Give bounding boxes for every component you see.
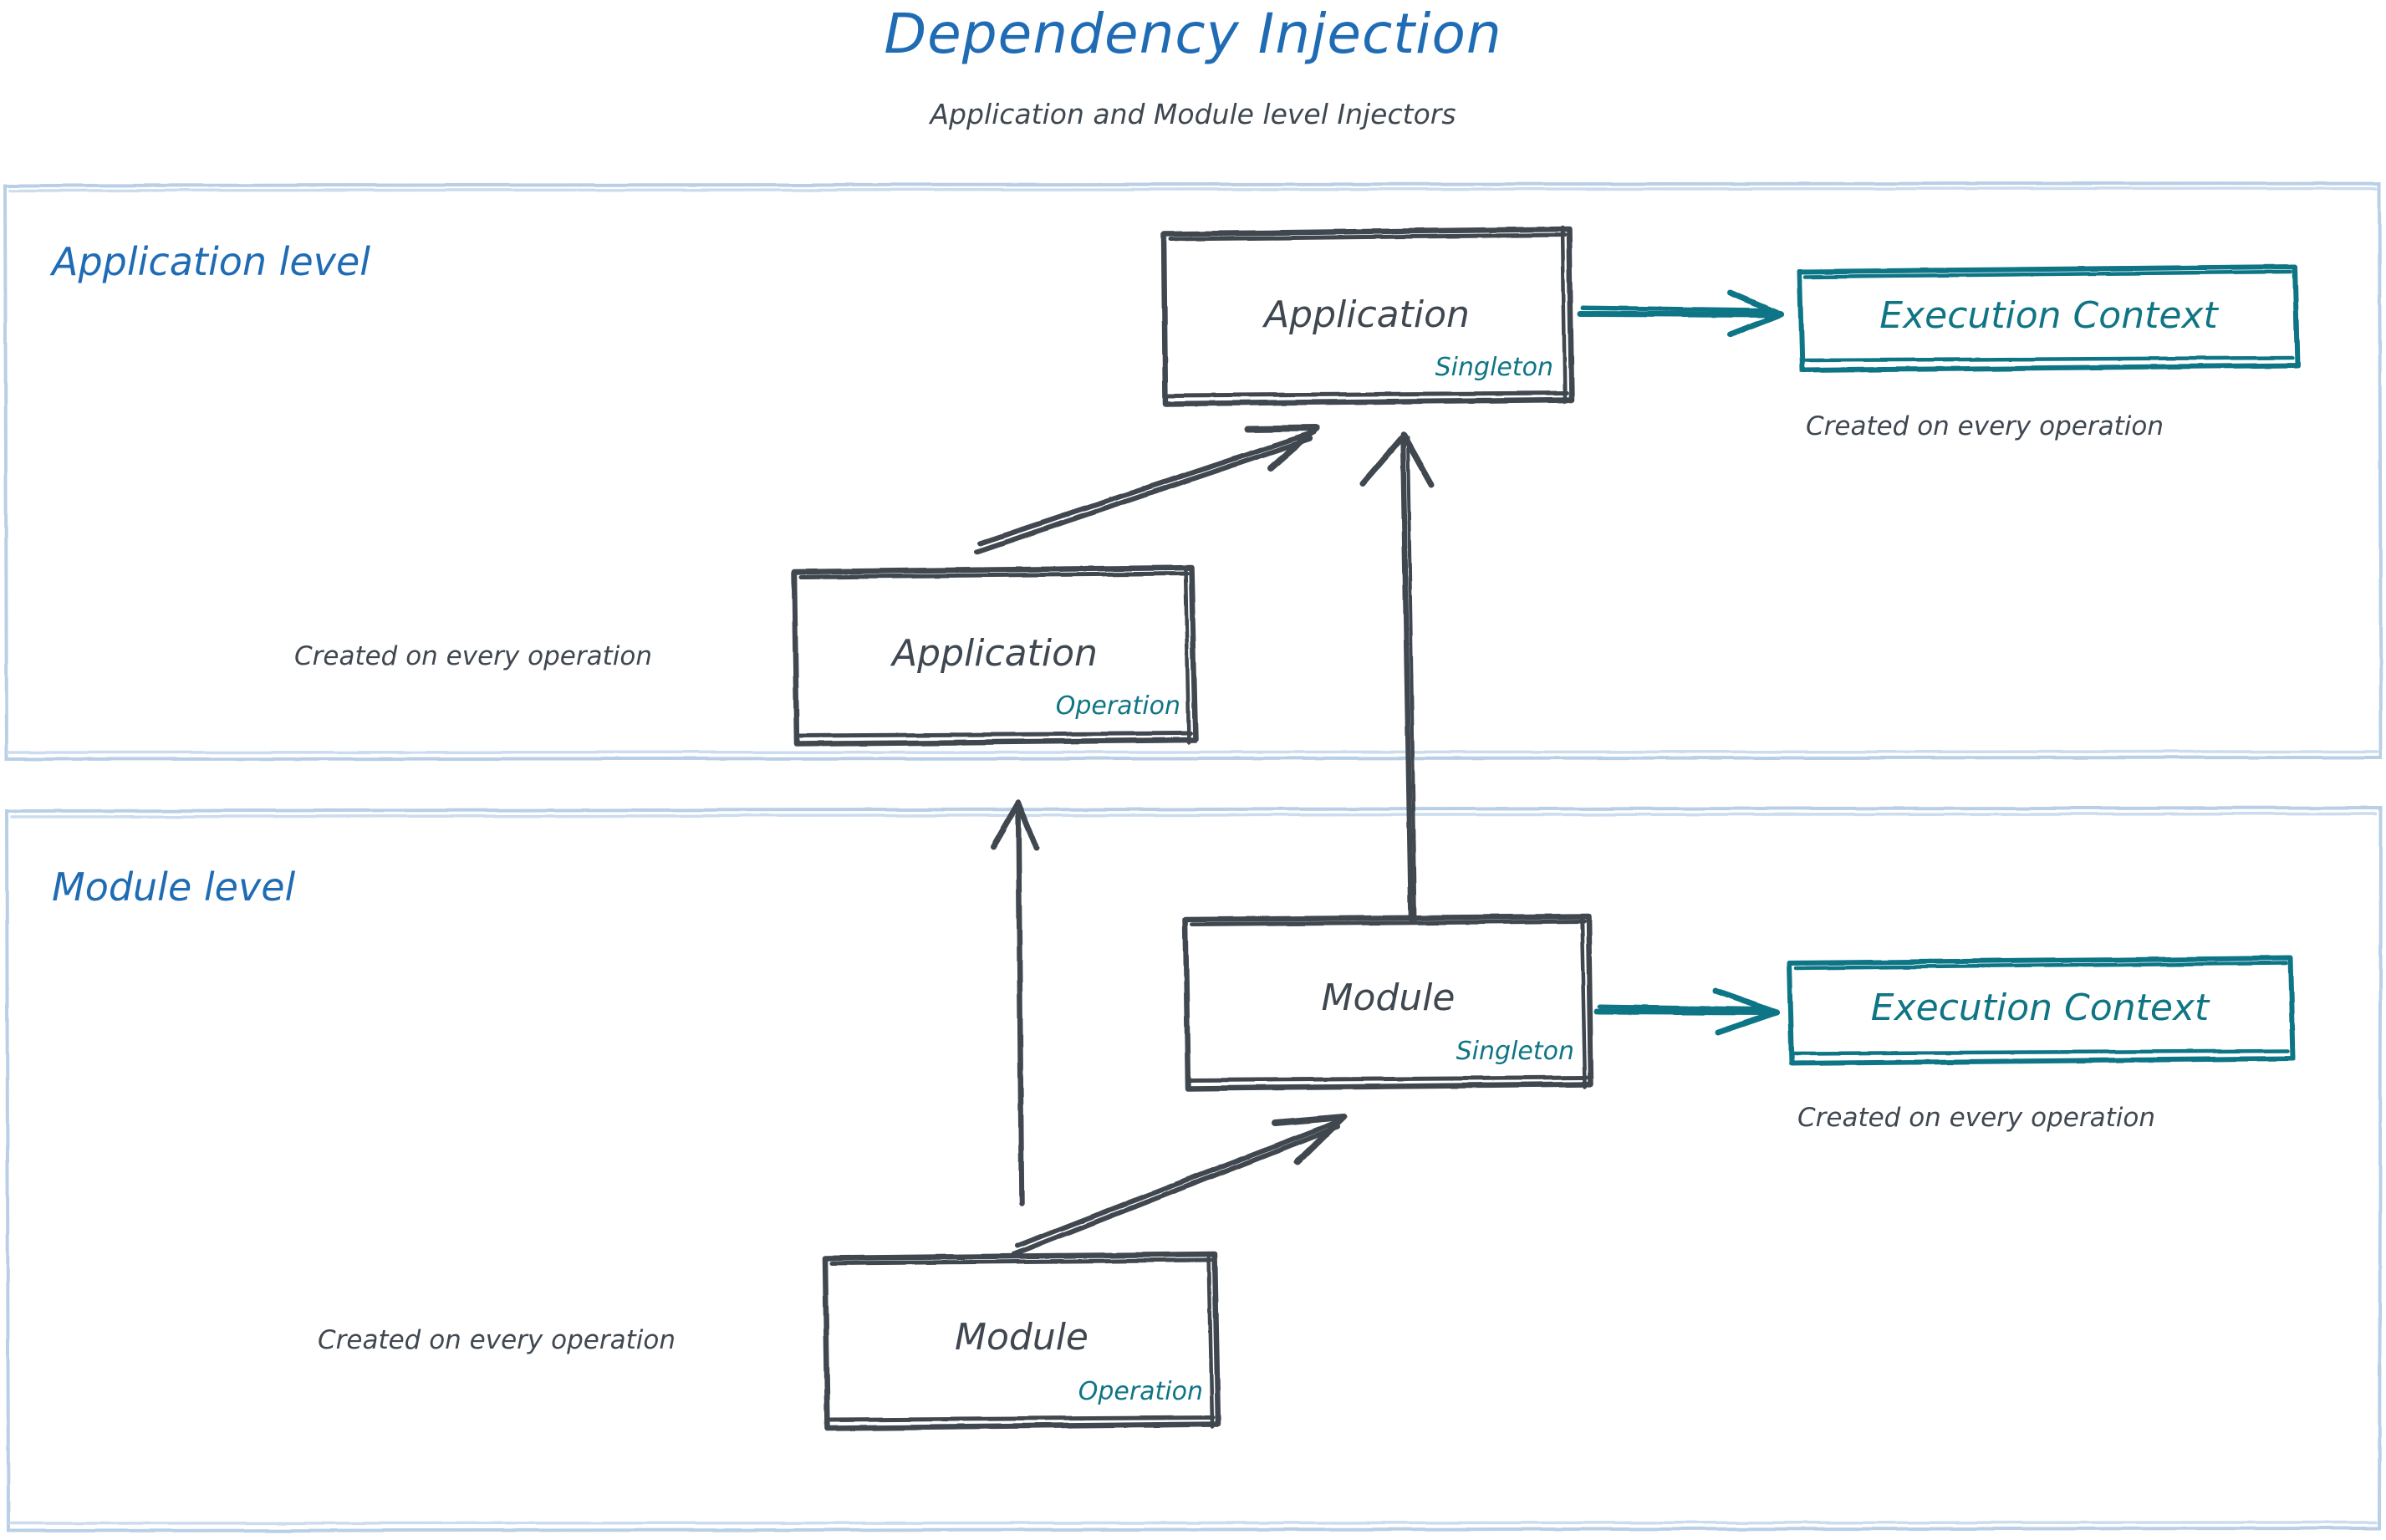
module-execution-context-caption: Created on every operation [1797, 1103, 2155, 1133]
module-singleton-scope: Singleton [1456, 1037, 1574, 1066]
application-execution-context-node[interactable] [1800, 267, 2298, 371]
arrow-app-singleton-to-execution-context [1577, 289, 1784, 338]
application-execution-context-box[interactable] [1797, 264, 2300, 373]
arrow-module-singleton-to-app-singleton [1359, 431, 1435, 923]
module-operation-scope: Operation [1078, 1377, 1203, 1406]
arrow-app-operation-to-app-singleton [974, 425, 1320, 554]
module-execution-context-node[interactable] [1789, 958, 2294, 1064]
application-level-label: Application level [52, 239, 371, 284]
application-level-section-border [3, 181, 2383, 762]
module-singleton-box[interactable] [1182, 913, 1594, 1092]
arrow-module-operation-to-module-singleton [1012, 1114, 1347, 1257]
module-level-label: Module level [52, 864, 296, 910]
arrow-module-operation-to-app-operation [990, 799, 1040, 1207]
application-operation-title: Application [892, 632, 1098, 675]
page-subtitle: Application and Module level Injectors [930, 98, 1456, 130]
application-operation-node[interactable] [794, 568, 1197, 745]
application-execution-context-title: Execution Context [1879, 294, 2218, 337]
module-operation-title: Module [955, 1316, 1088, 1359]
module-execution-context-box[interactable] [1787, 956, 2296, 1066]
module-operation-box[interactable] [822, 1251, 1221, 1431]
application-execution-context-caption: Created on every operation [1806, 411, 2164, 441]
application-operation-scope: Operation [1055, 691, 1180, 721]
module-singleton-node[interactable] [1185, 916, 1593, 1089]
arrow-module-singleton-to-execution-context [1593, 987, 1780, 1036]
module-level-section-border [4, 805, 2383, 1533]
module-operation-caption: Created on every operation [318, 1325, 676, 1355]
module-singleton-title: Module [1321, 977, 1456, 1019]
application-singleton-box[interactable] [1160, 225, 1575, 407]
application-operation-caption: Created on every operation [294, 641, 652, 671]
module-operation-node[interactable] [825, 1254, 1220, 1429]
application-singleton-title: Application [1264, 293, 1470, 336]
application-singleton-node[interactable] [1164, 229, 1573, 405]
module-execution-context-title: Execution Context [1870, 987, 2210, 1029]
application-singleton-scope: Singleton [1435, 353, 1553, 382]
page-title: Dependency Injection [884, 2, 1502, 66]
application-operation-box[interactable] [791, 564, 1199, 747]
